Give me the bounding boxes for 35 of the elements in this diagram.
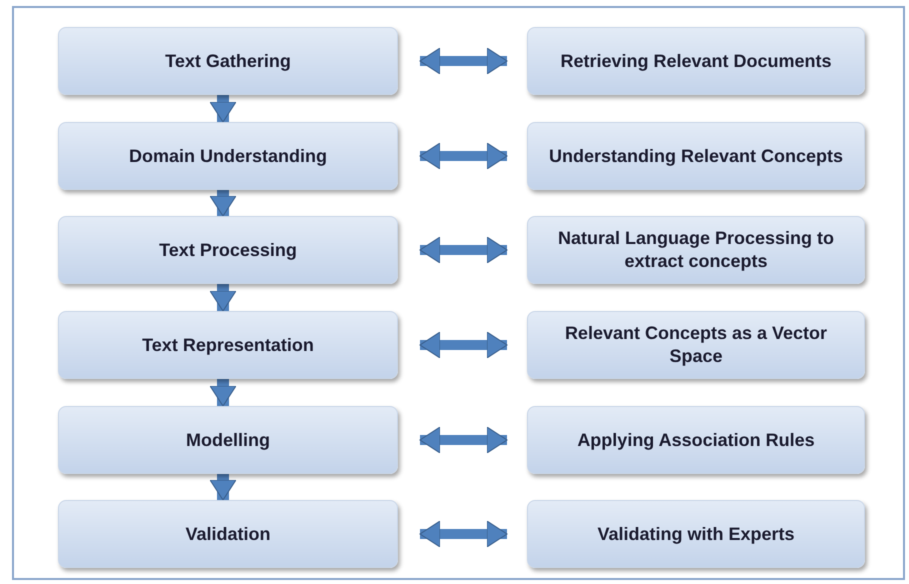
process-box bbox=[527, 311, 865, 379]
process-box bbox=[58, 500, 398, 568]
block-arrow bbox=[420, 426, 508, 454]
process-box bbox=[58, 216, 398, 284]
box-label: Text Representation bbox=[142, 334, 314, 356]
block-arrow bbox=[420, 48, 508, 74]
block-arrow bbox=[420, 236, 508, 264]
block-arrow bbox=[210, 379, 236, 406]
box-label: Retrieving Relevant Documents bbox=[560, 50, 832, 72]
block-arrow bbox=[420, 142, 508, 170]
box-label: Applying Association Rules bbox=[577, 428, 815, 452]
box-label: Relevant Concepts as a Vector Space bbox=[564, 322, 828, 368]
box-label: Validation bbox=[185, 522, 271, 546]
box-label: Modelling bbox=[186, 428, 270, 452]
block-arrow bbox=[210, 474, 236, 500]
block-arrow bbox=[420, 520, 508, 548]
box-label: Understanding Relevant Concepts bbox=[548, 144, 844, 168]
process-box bbox=[527, 406, 865, 474]
process-box bbox=[527, 122, 865, 190]
box-label: Validating with Experts bbox=[597, 522, 795, 546]
box-label: Natural Language Processing to extract concepts bbox=[556, 227, 836, 273]
block-arrow bbox=[210, 190, 236, 216]
process-box bbox=[58, 27, 398, 95]
process-box bbox=[527, 500, 865, 568]
block-arrow bbox=[420, 332, 508, 358]
process-box bbox=[58, 406, 398, 474]
block-arrow bbox=[210, 284, 236, 312]
box-label: Text Processing bbox=[159, 238, 297, 262]
process-box bbox=[58, 122, 398, 190]
process-box bbox=[58, 311, 398, 379]
process-box bbox=[527, 27, 865, 95]
box-label: Text Gathering bbox=[165, 50, 291, 72]
process-box bbox=[527, 216, 865, 284]
box-label: Domain Understanding bbox=[128, 144, 327, 168]
block-arrow bbox=[210, 95, 236, 122]
